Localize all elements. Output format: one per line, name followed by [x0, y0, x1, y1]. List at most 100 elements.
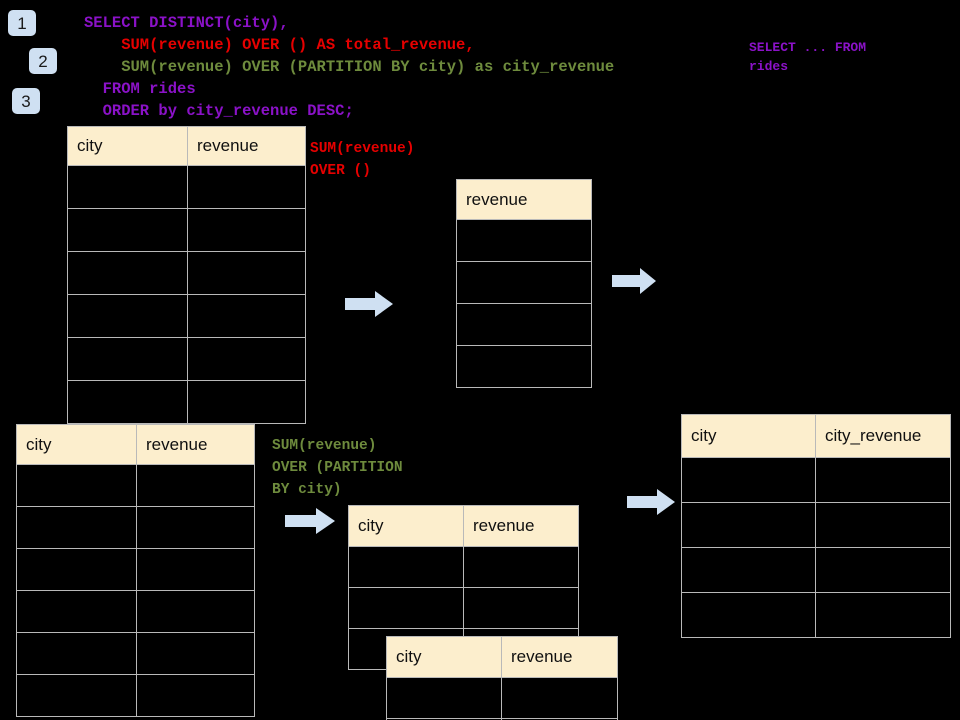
cell-city-revenue: [815, 457, 951, 503]
sql-line-order-by: ORDER by city_revenue DESC;: [84, 102, 354, 120]
cell-revenue: [463, 546, 579, 588]
table-rides-source-bottom[interactable]: city revenue: [16, 424, 255, 717]
table-header-row: city revenue: [67, 126, 306, 166]
sql-line-city-revenue: SUM(revenue) OVER (PARTITION BY city) as…: [84, 58, 615, 76]
cell-revenue: [136, 632, 255, 675]
column-header-revenue: revenue: [136, 424, 255, 465]
cell-city: [16, 590, 137, 633]
cell-city: [348, 587, 464, 629]
table-row[interactable]: [456, 303, 592, 346]
table-row[interactable]: [67, 337, 306, 381]
sql-line-total-revenue: SUM(revenue) OVER () AS total_revenue,: [84, 36, 475, 54]
arrow-right-icon-2: [612, 268, 656, 294]
annotation-total-revenue-line1: SUM(revenue): [310, 141, 415, 157]
cell-revenue: [187, 294, 306, 338]
table-row[interactable]: [681, 547, 951, 593]
cell-revenue: [456, 303, 592, 346]
cell-revenue: [187, 251, 306, 295]
table-row[interactable]: [456, 219, 592, 262]
sql-line-select: SELECT DISTINCT(city),: [84, 14, 289, 32]
cell-revenue: [136, 674, 255, 717]
table-row[interactable]: [67, 251, 306, 295]
cell-revenue: [136, 506, 255, 549]
cell-revenue: [456, 261, 592, 304]
table-partition-group-b[interactable]: city revenue: [386, 636, 618, 720]
table-rides-source-top[interactable]: city revenue: [67, 126, 306, 424]
column-header-city: city: [16, 424, 137, 465]
column-header-revenue: revenue: [501, 636, 618, 678]
cell-city: [67, 208, 188, 252]
table-row[interactable]: [67, 294, 306, 338]
table-row[interactable]: [386, 718, 618, 720]
table-row[interactable]: [348, 546, 579, 588]
table-row[interactable]: [386, 677, 618, 719]
cell-revenue: [187, 165, 306, 209]
column-header-city-revenue: city_revenue: [815, 414, 951, 458]
cell-revenue: [501, 718, 618, 720]
column-header-city: city: [386, 636, 502, 678]
table-row[interactable]: [681, 457, 951, 503]
cell-city: [681, 592, 816, 638]
table-header-row: city city_revenue: [681, 414, 951, 458]
table-city-revenue-result[interactable]: city city_revenue: [681, 414, 951, 638]
sql-line-from: FROM rides: [84, 80, 196, 98]
cell-revenue: [463, 587, 579, 629]
annotation-city-revenue-line3: BY city): [272, 482, 342, 498]
cell-city: [681, 502, 816, 548]
table-row[interactable]: [16, 464, 255, 507]
cell-city: [681, 457, 816, 503]
table-row[interactable]: [16, 632, 255, 675]
step-badge-3[interactable]: 3: [12, 88, 40, 114]
cell-revenue: [456, 219, 592, 262]
cell-revenue: [187, 337, 306, 381]
cell-city: [67, 294, 188, 338]
annotation-city-revenue-line2: OVER (PARTITION: [272, 460, 403, 476]
cell-city: [16, 632, 137, 675]
column-header-city: city: [348, 505, 464, 547]
column-header-revenue: revenue: [463, 505, 579, 547]
column-header-city: city: [681, 414, 816, 458]
table-row[interactable]: [16, 548, 255, 591]
table-total-revenue-result[interactable]: revenue: [456, 179, 592, 388]
table-row[interactable]: [67, 165, 306, 209]
arrow-right-icon-4: [627, 489, 675, 515]
cell-city: [67, 380, 188, 424]
table-row[interactable]: [16, 674, 255, 717]
table-header-row: revenue: [456, 179, 592, 220]
cell-revenue: [501, 677, 618, 719]
table-row[interactable]: [348, 587, 579, 629]
cell-city: [67, 337, 188, 381]
cell-city-revenue: [815, 592, 951, 638]
table-row[interactable]: [681, 592, 951, 638]
table-row[interactable]: [456, 345, 592, 388]
cell-city: [16, 674, 137, 717]
annotation-total-revenue-line2: OVER (): [310, 163, 371, 179]
cell-city: [16, 464, 137, 507]
table-row[interactable]: [16, 590, 255, 633]
side-note-rides: rides: [749, 59, 789, 74]
table-row[interactable]: [67, 380, 306, 424]
cell-city-revenue: [815, 547, 951, 593]
table-row[interactable]: [67, 208, 306, 252]
table-row[interactable]: [16, 506, 255, 549]
cell-revenue: [136, 548, 255, 591]
arrow-right-icon-1: [345, 291, 393, 317]
cell-city: [67, 251, 188, 295]
annotation-city-revenue-line1: SUM(revenue): [272, 438, 377, 454]
column-header-revenue: revenue: [187, 126, 306, 166]
table-row[interactable]: [681, 502, 951, 548]
cell-revenue: [136, 590, 255, 633]
column-header-city: city: [67, 126, 188, 166]
step-badge-2[interactable]: 2: [29, 48, 57, 74]
arrow-right-icon-3: [285, 508, 335, 534]
cell-city: [386, 677, 502, 719]
table-header-row: city revenue: [16, 424, 255, 465]
cell-city: [16, 548, 137, 591]
cell-revenue: [136, 464, 255, 507]
table-header-row: city revenue: [386, 636, 618, 678]
cell-city: [681, 547, 816, 593]
step-badge-1[interactable]: 1: [8, 10, 36, 36]
cell-city: [16, 506, 137, 549]
table-row[interactable]: [456, 261, 592, 304]
